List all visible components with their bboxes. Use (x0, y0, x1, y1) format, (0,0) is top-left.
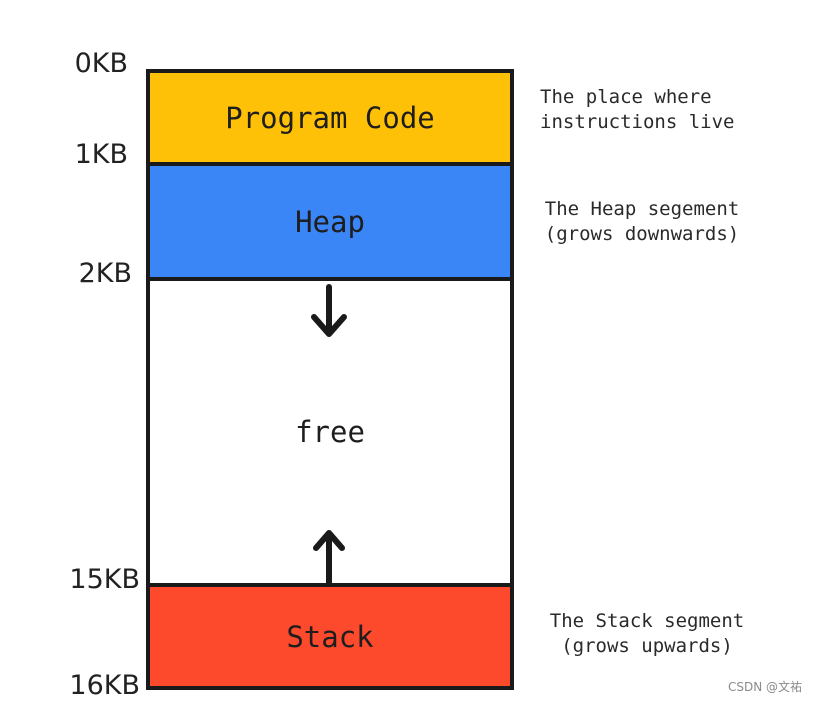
note-heap: The Heap segement (grows downwards) (536, 197, 748, 247)
address-0kb: 0KB (74, 48, 128, 79)
note-heap-line2: (grows downwards) (544, 223, 740, 245)
note-stack-line2: (grows upwards) (561, 635, 733, 657)
note-stack-line1: The Stack segment (549, 610, 745, 632)
segment-program-code-label: Program Code (225, 100, 435, 135)
arrow-up-icon (313, 530, 345, 586)
segment-stack: Stack (150, 587, 510, 686)
watermark: CSDN @文祐 (727, 680, 802, 694)
address-16kb: 16KB (69, 670, 140, 701)
segment-free-label: free (295, 415, 365, 449)
arrow-down-icon (311, 284, 347, 337)
note-program-code-line1: The place where (540, 86, 712, 108)
address-15kb: 15KB (69, 564, 140, 595)
note-heap-line1: The Heap segement (544, 198, 740, 220)
note-program-code: The place where instructions live (540, 85, 734, 135)
note-stack: The Stack segment (grows upwards) (542, 609, 752, 659)
address-space-diagram: Program Code Heap free Stack (146, 69, 514, 690)
note-program-code-line2: instructions live (540, 111, 735, 133)
segment-stack-label: Stack (286, 619, 374, 654)
address-1kb: 1KB (74, 139, 128, 170)
segment-heap-label: Heap (295, 204, 365, 239)
address-2kb: 2KB (78, 258, 132, 289)
segment-heap: Heap (150, 166, 510, 281)
segment-program-code: Program Code (150, 73, 510, 166)
